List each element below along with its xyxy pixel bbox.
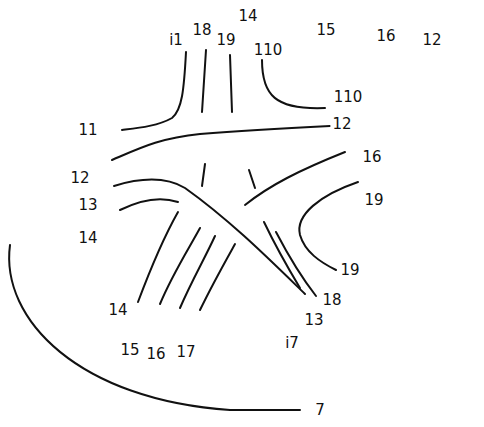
strand [299, 182, 358, 270]
strand [264, 222, 300, 288]
callout-number: i7 [283, 335, 301, 352]
tick [249, 170, 255, 188]
strand [180, 236, 215, 308]
strand [122, 52, 186, 130]
strand [112, 126, 330, 160]
tick [202, 164, 205, 186]
callout-number: 12 [330, 116, 353, 133]
strand [245, 152, 345, 205]
callout-number: 14 [76, 230, 99, 247]
strand [276, 232, 316, 296]
strand [202, 50, 206, 112]
callout-number: 19 [338, 262, 361, 279]
callout-number: 110 [332, 89, 365, 106]
callout-number: 13 [76, 197, 99, 214]
callout-number: 12 [68, 170, 91, 187]
strand [230, 55, 232, 112]
callout-number: i1 [167, 32, 185, 49]
callout-number: 7 [313, 402, 327, 419]
callout-number: 110 [252, 42, 285, 59]
strand [120, 199, 178, 210]
callout-number: 19 [362, 192, 385, 209]
strand [138, 212, 178, 302]
callout-number: 15 [314, 22, 337, 39]
callout-number: 18 [320, 292, 343, 309]
callout-number: 19 [214, 32, 237, 49]
callout-number: 16 [374, 28, 397, 45]
callout-number: 17 [174, 344, 197, 361]
strand [200, 244, 235, 310]
callout-number: 12 [420, 32, 443, 49]
strand [114, 180, 305, 295]
strands [9, 50, 358, 410]
strand [262, 60, 325, 108]
callout-number: 14 [236, 8, 259, 25]
callout-number: 15 [118, 342, 141, 359]
callout-number: 16 [360, 149, 383, 166]
callout-number: 11 [76, 122, 99, 139]
callout-number: 14 [106, 302, 129, 319]
callout-number: 16 [144, 346, 167, 363]
callout-number: 13 [302, 312, 325, 329]
callout-number: 18 [190, 22, 213, 39]
strand [160, 228, 200, 304]
curve [9, 245, 300, 410]
